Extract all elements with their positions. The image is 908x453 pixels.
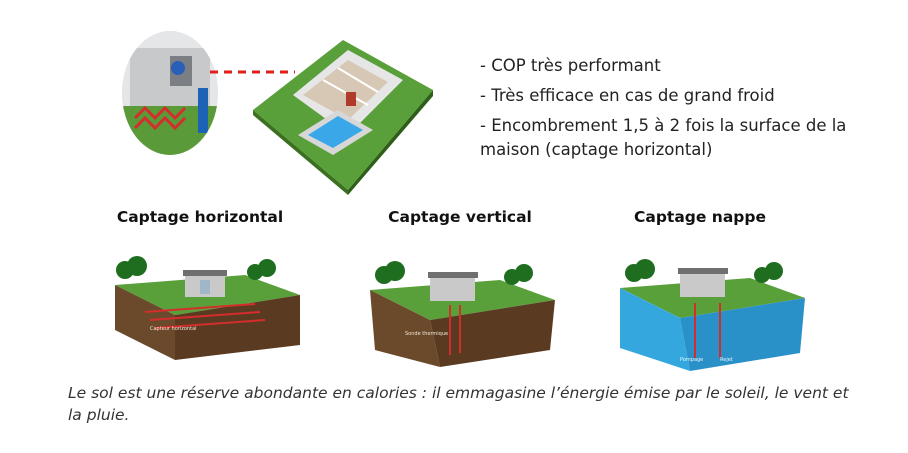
diagram-title-nappe: Captage nappe: [634, 208, 766, 226]
dashed-connector: [210, 70, 295, 74]
vertical-capture-illustration: Sonde thermique: [370, 261, 555, 367]
capteur-label: Capteur horizontal: [150, 326, 197, 332]
benefit-item: - COP très performant: [480, 56, 661, 75]
pompage-label: Pompage: [680, 357, 703, 363]
rejet-label: Rejet: [720, 357, 733, 363]
benefit-item: - Encombrement 1,5 à 2 fois la surface d…: [480, 116, 847, 159]
sonde-label: Sonde thermique: [405, 331, 448, 337]
horizontal-capture-illustration: Capteur horizontal: [115, 256, 300, 360]
benefits-list: - COP très performant - Très efficace en…: [480, 54, 860, 168]
benefit-item: - Très efficace en cas de grand froid: [480, 86, 775, 105]
heat-pump-zoom-illustration: [122, 31, 218, 155]
diagram-title-horizontal: Captage horizontal: [116, 208, 284, 226]
diagram-title-vertical: Captage vertical: [388, 208, 532, 226]
house-plan-illustration: [253, 40, 433, 195]
nappe-capture-illustration: Pompage Rejet: [620, 259, 805, 371]
footer-caption: Le sol est une réserve abondante en calo…: [68, 384, 849, 424]
